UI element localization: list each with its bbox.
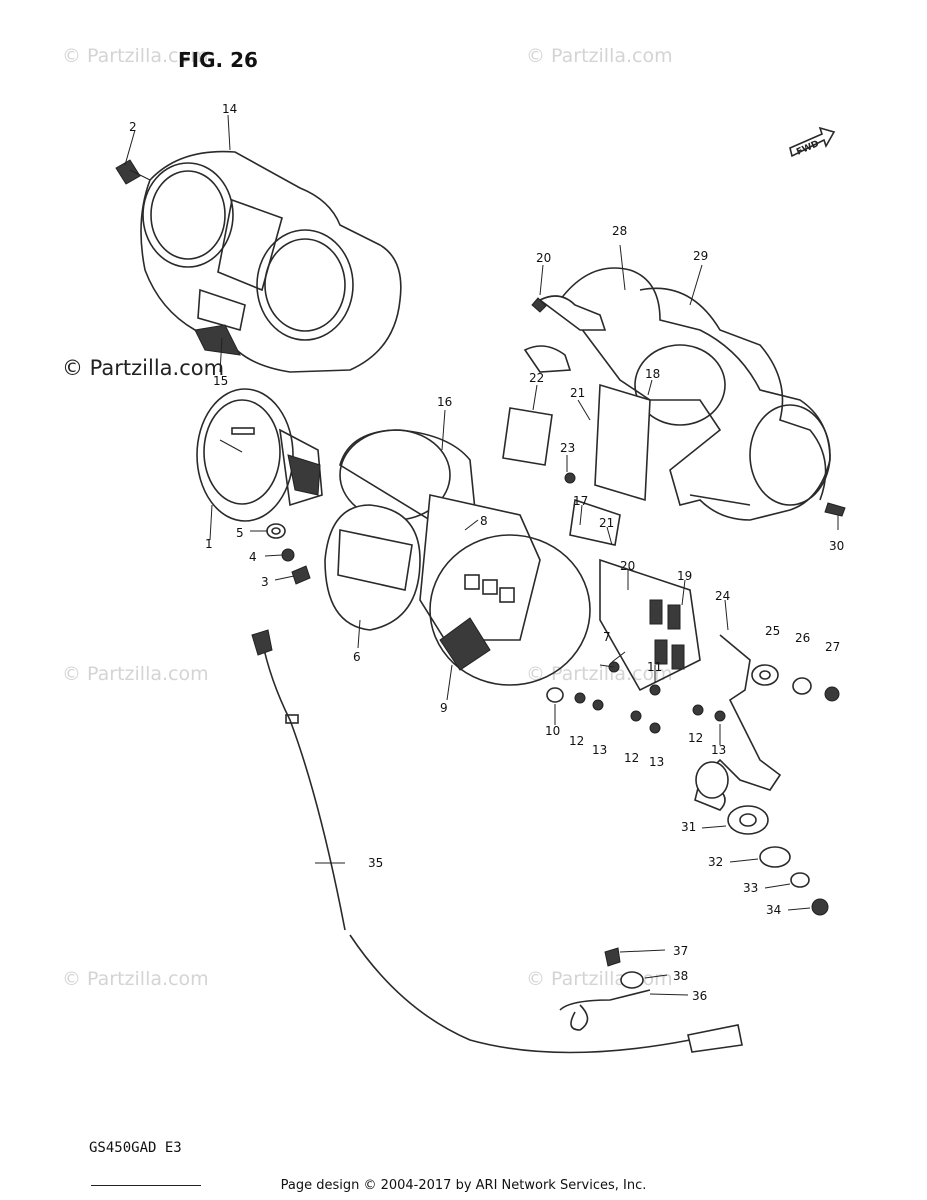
model-code: GS450GAD E3 bbox=[89, 1140, 182, 1156]
callout-18: 18 bbox=[645, 367, 660, 381]
callout-29: 29 bbox=[693, 249, 708, 263]
callout-34: 34 bbox=[766, 903, 781, 917]
callout-24: 24 bbox=[715, 589, 730, 603]
callout-12-mid: 12 bbox=[624, 751, 639, 765]
callout-28: 28 bbox=[612, 224, 627, 238]
callout-27: 27 bbox=[825, 640, 840, 654]
figure-title: FIG. 26 bbox=[178, 48, 258, 72]
callout-23: 23 bbox=[560, 441, 575, 455]
washers-nuts-drawing bbox=[546, 661, 726, 734]
callout-12-left: 12 bbox=[569, 734, 584, 748]
watermark: © Partzilla.com bbox=[62, 45, 209, 67]
bracket-drawing bbox=[694, 502, 846, 916]
watermark: © Partzilla.com bbox=[526, 663, 673, 685]
callout-35: 35 bbox=[368, 856, 383, 870]
callout-11: 11 bbox=[647, 660, 662, 674]
meter-housing-drawing bbox=[558, 267, 831, 521]
forward-direction-arrow: FWD bbox=[789, 126, 836, 158]
footer-copyright: Page design © 2004-2017 by ARI Network S… bbox=[280, 1178, 647, 1193]
callout-8: 8 bbox=[480, 514, 488, 528]
fastener-36-37-38-drawing bbox=[559, 947, 651, 1031]
callout-12-right: 12 bbox=[688, 731, 703, 745]
callout-2: 2 bbox=[129, 120, 137, 134]
callout-17: 17 bbox=[573, 494, 588, 508]
callout-21-top: 21 bbox=[570, 386, 585, 400]
callout-38: 38 bbox=[673, 969, 688, 983]
callout-1: 1 bbox=[205, 537, 213, 551]
watermark: © Partzilla.com bbox=[526, 45, 673, 67]
callout-20-mid: 20 bbox=[620, 559, 635, 573]
speedometer-cable-drawing bbox=[251, 629, 743, 1054]
callout-9: 9 bbox=[440, 701, 448, 715]
watermark: © Partzilla.com bbox=[62, 968, 209, 990]
callout-33: 33 bbox=[743, 881, 758, 895]
small-hardware-3-4-5 bbox=[266, 523, 311, 585]
speedometer-drawing bbox=[196, 388, 323, 522]
footer-rule bbox=[91, 1185, 201, 1186]
meter-case-drawing bbox=[324, 429, 591, 686]
callout-13-mid: 13 bbox=[649, 755, 664, 769]
callout-13-left: 13 bbox=[592, 743, 607, 757]
callout-32: 32 bbox=[708, 855, 723, 869]
watermark: © Partzilla.com bbox=[526, 968, 673, 990]
meter-assembly-drawing bbox=[115, 150, 402, 373]
leader-lines bbox=[124, 114, 839, 996]
callout-3: 3 bbox=[261, 575, 269, 589]
watermark: © Partzilla.com bbox=[62, 663, 209, 685]
callout-21-mid: 21 bbox=[599, 516, 614, 530]
callout-16: 16 bbox=[437, 395, 452, 409]
callout-26: 26 bbox=[795, 631, 810, 645]
callout-37: 37 bbox=[673, 944, 688, 958]
callout-20-top: 20 bbox=[536, 251, 551, 265]
fwd-label: FWD bbox=[795, 139, 821, 158]
callout-5: 5 bbox=[236, 526, 244, 540]
callout-13-right: 13 bbox=[711, 743, 726, 757]
callout-22: 22 bbox=[529, 371, 544, 385]
callout-15: 15 bbox=[213, 374, 228, 388]
callout-7: 7 bbox=[603, 630, 611, 644]
callout-numbers: 2 14 15 1 5 4 3 6 7 8 9 16 28 29 20 22 2… bbox=[129, 102, 844, 1003]
callout-30: 30 bbox=[829, 539, 844, 553]
callout-25: 25 bbox=[765, 624, 780, 638]
callout-36: 36 bbox=[692, 989, 707, 1003]
bulb-socket-cluster-drawing bbox=[502, 295, 701, 692]
watermark-dark: © Partzilla.com bbox=[62, 356, 224, 380]
callout-14: 14 bbox=[222, 102, 237, 116]
callout-6: 6 bbox=[353, 650, 361, 664]
callout-19: 19 bbox=[677, 569, 692, 583]
callout-10: 10 bbox=[545, 724, 560, 738]
callout-31: 31 bbox=[681, 820, 696, 834]
callout-4: 4 bbox=[249, 550, 257, 564]
